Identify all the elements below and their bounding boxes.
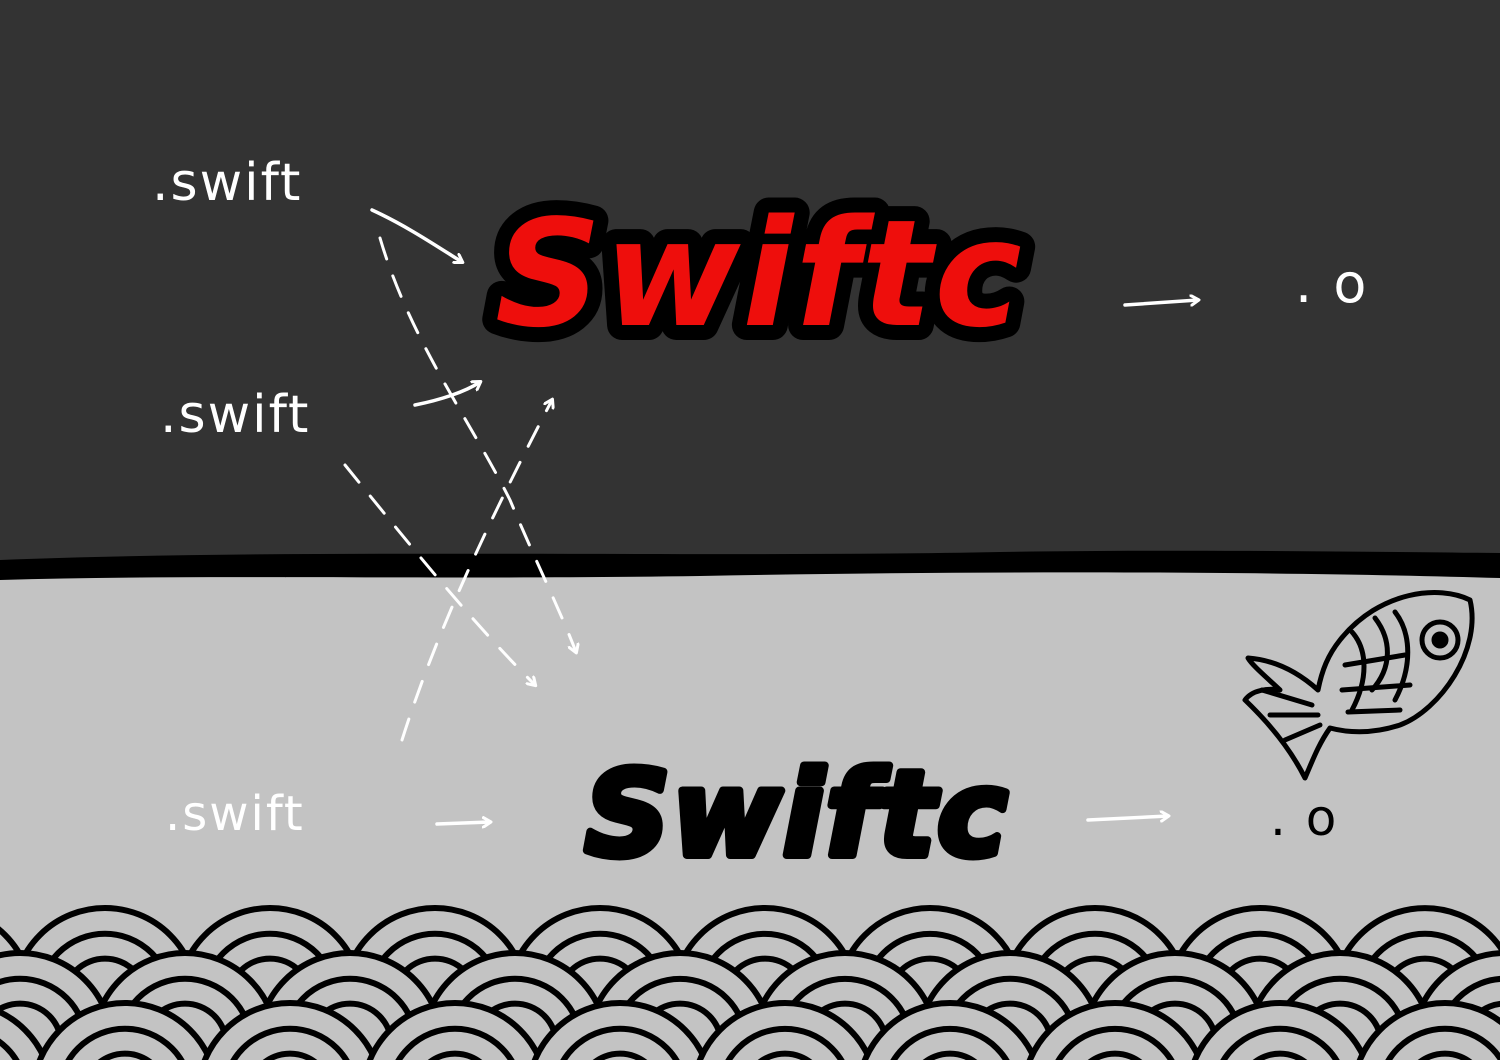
bottom-input-label: .swift (165, 786, 305, 842)
dashed-arrow-input1-to-bottom (378, 236, 576, 652)
top-compiler-outline: Swiftc (495, 188, 1024, 360)
arrow-input1-to-compiler (370, 208, 462, 262)
bottom-compiler-label: Swiftc (585, 745, 1009, 883)
top-compiler-label: Swiftc (495, 188, 1024, 360)
arrow-bottom-input-to-compiler (435, 822, 490, 824)
arrow-compiler-to-output (1123, 300, 1198, 307)
top-input-label-2: .swift (160, 385, 310, 445)
top-panel (0, 0, 1500, 565)
arrow-bottom-compiler-to-output (1086, 816, 1168, 820)
divider-line (0, 550, 1500, 580)
bottom-output-label: . o (1270, 789, 1338, 847)
fish-icon (1242, 590, 1475, 781)
top-input-label-1: .swift (152, 153, 302, 213)
wave-pattern (0, 905, 1500, 1060)
dashed-arrow-input2-to-bottom (343, 463, 535, 685)
top-output-label: . o (1295, 252, 1368, 315)
dashed-arrow-bottom-to-top (400, 400, 552, 742)
